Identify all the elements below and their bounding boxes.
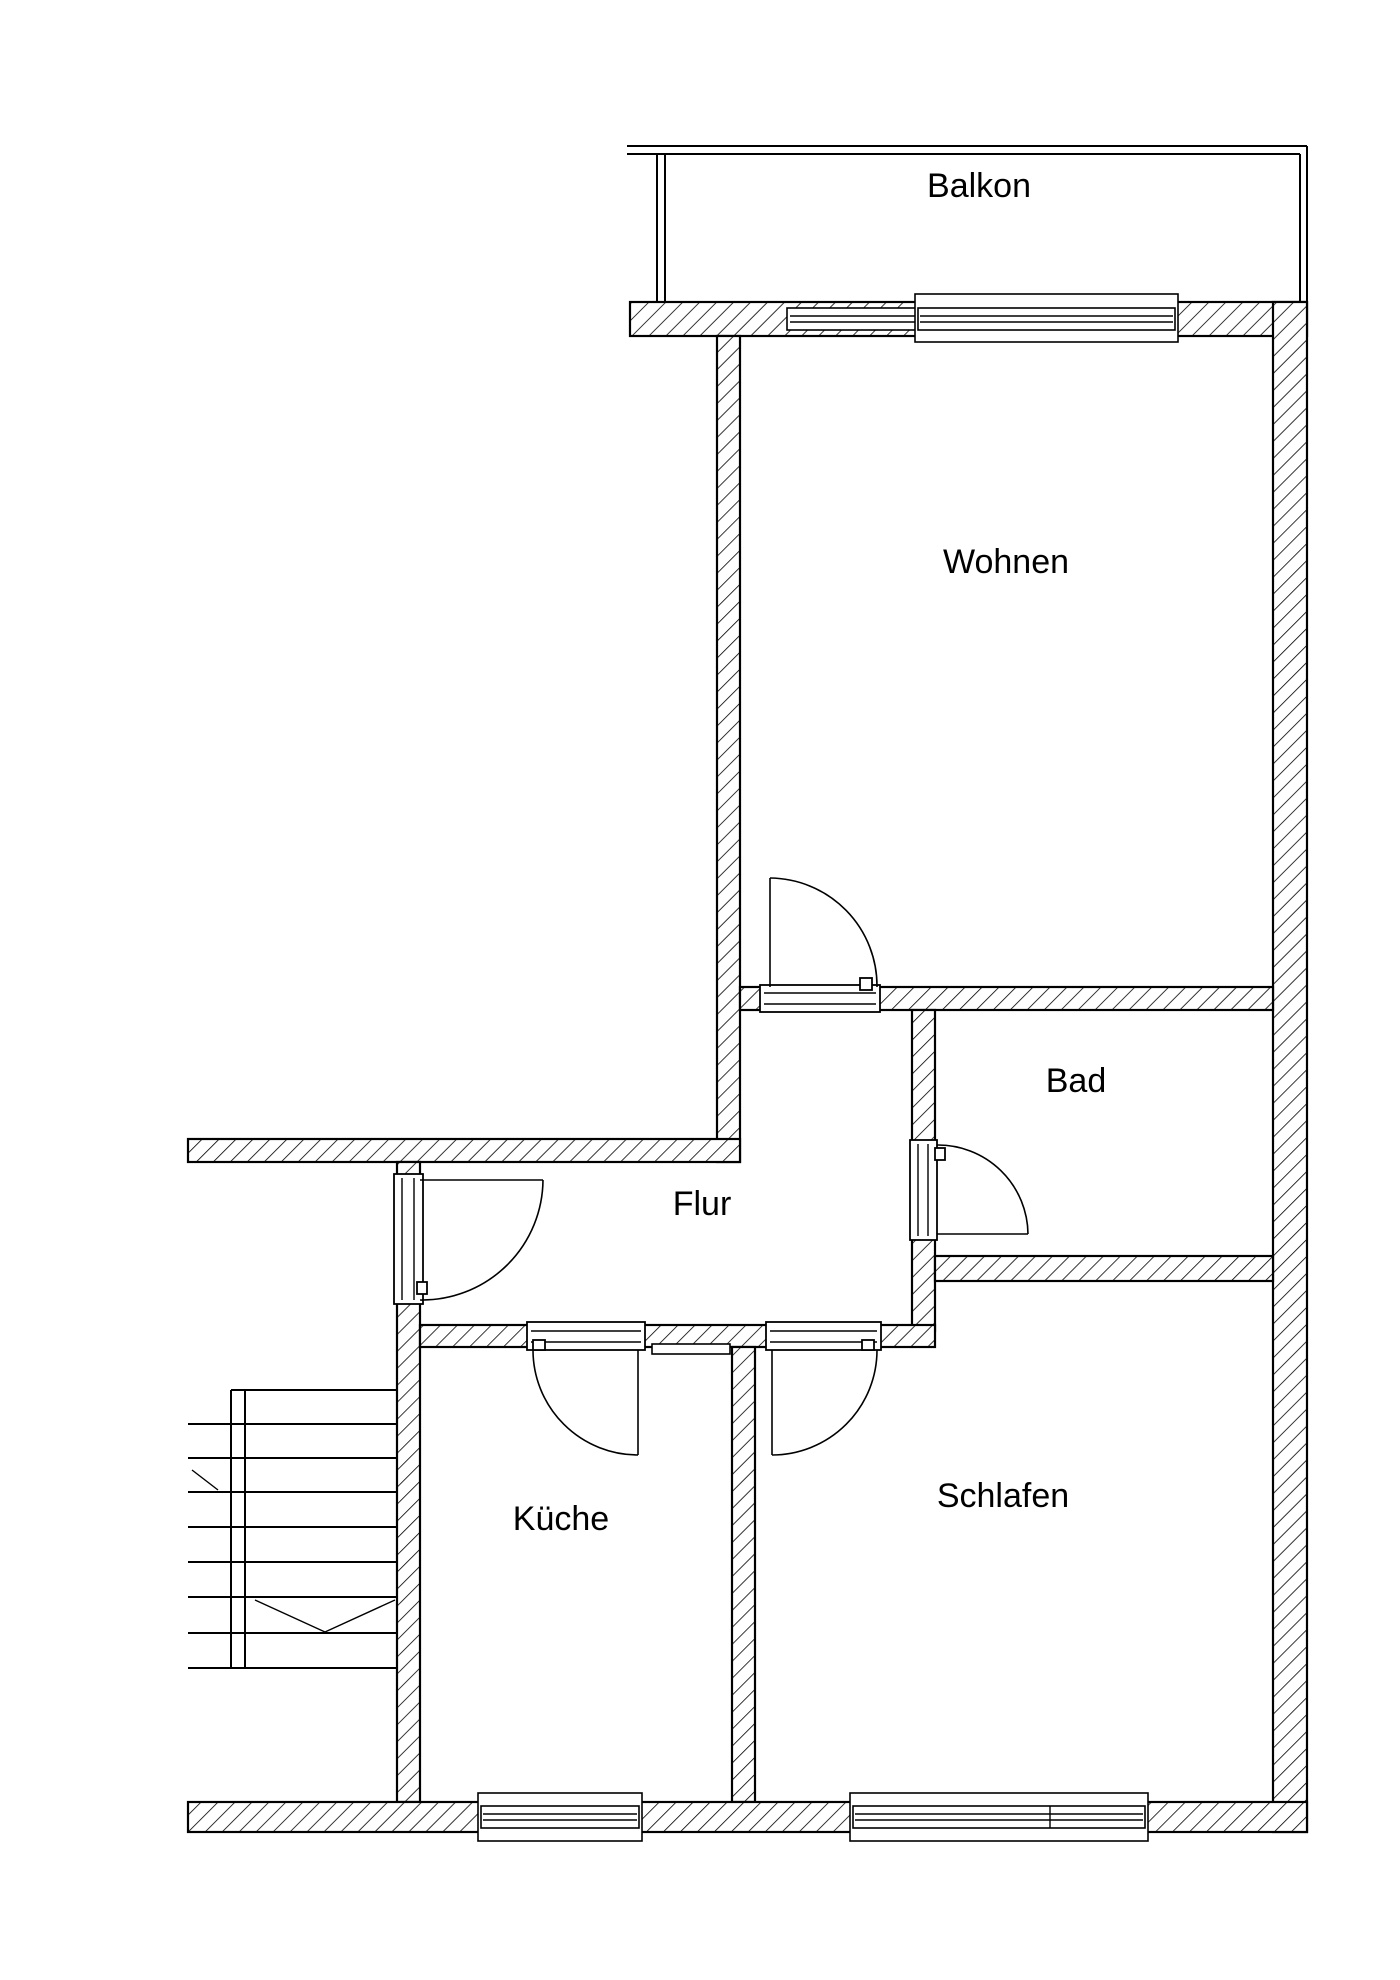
balcony (627, 145, 1308, 302)
windows (477, 293, 1179, 1842)
room-label-schlafen: Schlafen (937, 1477, 1069, 1515)
room-label-kueche: Küche (513, 1500, 609, 1538)
window-wohnen-left (786, 307, 918, 331)
window-kueche (477, 1792, 643, 1842)
room-label-flur: Flur (673, 1185, 732, 1223)
door-bad (909, 1139, 1029, 1241)
door-schlafen (765, 1321, 882, 1456)
staircase (188, 1389, 397, 1669)
room-label-balkon: Balkon (927, 167, 1031, 205)
room-label-wohnen: Wohnen (943, 543, 1069, 581)
room-labels: Balkon Wohnen Bad Flur Küche Schlafen (513, 167, 1106, 1538)
walls (186, 300, 1309, 1834)
doors (393, 877, 1029, 1456)
window-wohnen-right (914, 293, 1179, 343)
door-entrance (393, 1173, 544, 1305)
room-label-bad: Bad (1046, 1062, 1107, 1100)
window-schlafen (849, 1792, 1149, 1842)
door-kueche (526, 1321, 646, 1456)
door-wohnen (759, 877, 881, 1013)
